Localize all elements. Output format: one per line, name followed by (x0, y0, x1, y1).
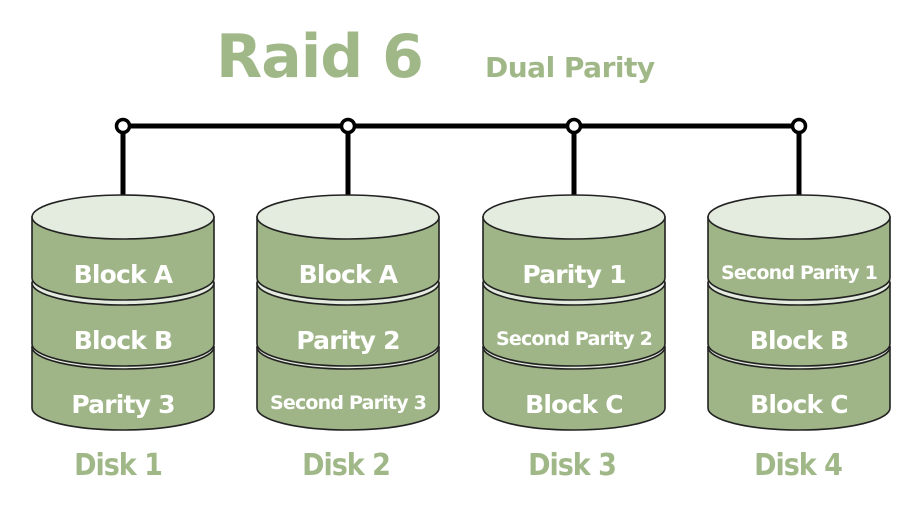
disk-band-top (31, 194, 215, 240)
disk-3: Parity 1 Second Parity 2 Block C (482, 194, 666, 431)
bus-junction-node (114, 117, 132, 135)
disk-label-3: Disk 3 (528, 448, 617, 483)
disk-band-body (256, 216, 440, 301)
disk-band-body (31, 346, 215, 431)
disk-block-label: Parity 3 (71, 390, 174, 419)
disk-band-body (482, 216, 666, 301)
disk-band-body (31, 282, 215, 367)
disk-band-body (256, 346, 440, 431)
disk-label-1: Disk 1 (74, 448, 163, 483)
disk-band-body (707, 346, 891, 431)
bus-junction-node (565, 117, 583, 135)
disk-1: Block A Block B Parity 3 (31, 194, 215, 431)
disk-band-body (31, 216, 215, 301)
disk-label-2: Disk 2 (302, 448, 391, 483)
disk-band-body (707, 282, 891, 367)
diagram-subtitle: Dual Parity (485, 51, 655, 84)
disk-block-label: Block A (299, 260, 399, 289)
disk-group: Block A Block B Parity 3 Block A Parity 2 Sec… (31, 194, 891, 431)
bus-line-group (114, 117, 808, 212)
disk-block-label: Second Parity 2 (496, 328, 652, 350)
disk-2: Block A Parity 2 Second Parity 3 (256, 194, 440, 431)
diagram-title: Raid 6 (216, 22, 424, 92)
disk-block-label: Block C (525, 390, 623, 419)
disk-block-label: Parity 1 (522, 260, 625, 289)
disk-block-label: Block B (74, 326, 172, 355)
disk-block-label: Parity 2 (296, 326, 399, 355)
disk-band-top (256, 194, 440, 240)
disk-block-label: Block A (74, 260, 174, 289)
disk-block-label: Second Parity 3 (270, 392, 426, 414)
disk-block-label: Block B (750, 326, 848, 355)
disk-4: Second Parity 1 Block B Block C (707, 194, 891, 431)
disk-band-body (707, 216, 891, 301)
disk-band-body (482, 346, 666, 431)
disk-block-label: Second Parity 1 (721, 262, 877, 284)
disk-band-body (482, 282, 666, 367)
bus-junction-node (790, 117, 808, 135)
disk-label-4: Disk 4 (754, 448, 843, 483)
bus-junction-node (339, 117, 357, 135)
disk-band-body (256, 282, 440, 367)
disk-block-label: Block C (750, 390, 848, 419)
disk-band-top (482, 194, 666, 240)
disk-band-top (707, 194, 891, 240)
